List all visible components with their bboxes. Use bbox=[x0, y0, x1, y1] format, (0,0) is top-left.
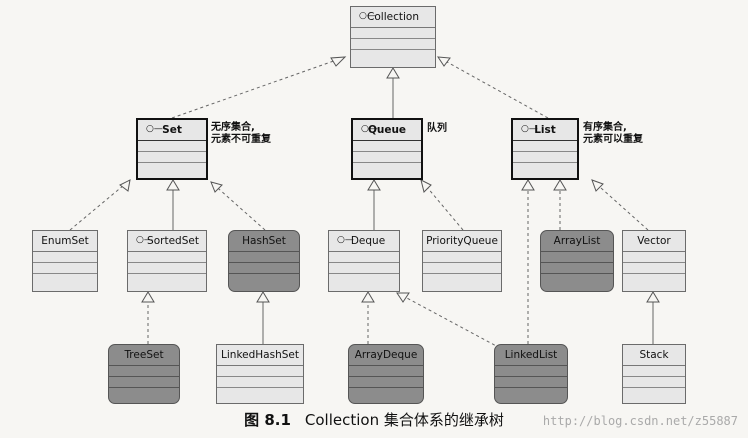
edge-linkedlist-deque bbox=[404, 296, 501, 349]
arrow-queue-collection bbox=[386, 67, 400, 79]
arrow-vector-list bbox=[591, 179, 604, 192]
node-collection[interactable]: ○—Collection bbox=[350, 6, 436, 68]
interface-icon: ○— bbox=[521, 124, 538, 134]
note-list: 有序集合, 元素可以重复 bbox=[583, 122, 643, 145]
node-label: Stack bbox=[639, 349, 669, 361]
node-label: Vector bbox=[637, 235, 671, 247]
arrow-enumset-set bbox=[119, 179, 131, 192]
arrow-linkedlist-deque bbox=[396, 292, 410, 303]
node-label: Collection bbox=[367, 11, 419, 23]
interface-icon: ○— bbox=[146, 124, 163, 134]
node-linkedlist[interactable]: LinkedList bbox=[494, 344, 568, 404]
arrow-sortedset-set bbox=[166, 179, 180, 191]
figure-number: 图 8.1 bbox=[244, 411, 291, 429]
arrow-hashset-set bbox=[210, 181, 223, 193]
node-priorityqueue[interactable]: PriorityQueue bbox=[422, 230, 502, 292]
node-arraylist[interactable]: ArrayList bbox=[540, 230, 614, 292]
figure-caption: 图 8.1 Collection 集合体系的继承树 bbox=[0, 409, 748, 430]
interface-icon: ○— bbox=[337, 235, 354, 245]
watermark-url: http://blog.csdn.net/z55887 bbox=[542, 414, 738, 428]
node-vector[interactable]: Vector bbox=[622, 230, 686, 292]
node-label: HashSet bbox=[242, 235, 286, 247]
node-linkedhashset[interactable]: LinkedHashSet bbox=[216, 344, 304, 404]
arrow-arraydeque-deque bbox=[361, 291, 375, 303]
interface-icon: ○— bbox=[361, 124, 378, 134]
node-label: SortedSet bbox=[147, 235, 199, 247]
arrow-list-collection bbox=[437, 56, 451, 67]
node-label: TreeSet bbox=[124, 349, 164, 361]
node-label: Set bbox=[162, 124, 182, 136]
edge-set-collection bbox=[171, 56, 346, 119]
node-arraydeque[interactable]: ArrayDeque bbox=[348, 344, 424, 404]
node-treeset[interactable]: TreeSet bbox=[108, 344, 180, 404]
note-queue: 队列 bbox=[427, 123, 447, 134]
node-label: List bbox=[534, 124, 556, 136]
arrow-stack-vector bbox=[646, 291, 660, 303]
node-set[interactable]: ○—Set bbox=[136, 118, 208, 180]
arrow-arraylist-list bbox=[553, 179, 567, 191]
node-stack[interactable]: Stack bbox=[622, 344, 686, 404]
node-label: PriorityQueue bbox=[426, 235, 498, 247]
node-queue[interactable]: ○—Queue bbox=[351, 118, 423, 180]
node-label: Deque bbox=[350, 235, 386, 247]
node-list[interactable]: ○—List bbox=[511, 118, 579, 180]
node-label: Queue bbox=[367, 124, 407, 136]
edge-list-collection bbox=[437, 56, 549, 119]
edge-hashset-set bbox=[210, 181, 266, 231]
edge-enumset-set bbox=[69, 179, 131, 231]
node-label: EnumSet bbox=[41, 235, 89, 247]
note-set: 无序集合, 元素不可重复 bbox=[211, 122, 271, 145]
node-hashset[interactable]: HashSet bbox=[228, 230, 300, 292]
node-label: ArrayDeque bbox=[354, 349, 418, 361]
arrow-priorityqueue-queue bbox=[420, 179, 432, 193]
node-label: LinkedList bbox=[504, 349, 558, 361]
arrow-set-collection bbox=[330, 56, 347, 67]
figure-title: Collection 集合体系的继承树 bbox=[304, 411, 504, 429]
arrow-linkedhashset-hashset bbox=[256, 291, 270, 303]
interface-icon: ○— bbox=[359, 11, 376, 21]
node-deque[interactable]: ○—Deque bbox=[328, 230, 400, 292]
node-label: ArrayList bbox=[553, 235, 601, 247]
interface-icon: ○— bbox=[136, 235, 153, 245]
arrow-deque-queue bbox=[367, 179, 381, 191]
node-enumset[interactable]: EnumSet bbox=[32, 230, 98, 292]
arrow-linkedlist-list bbox=[521, 179, 535, 191]
node-sortedset[interactable]: ○—SortedSet bbox=[127, 230, 207, 292]
arrow-treeset-sortedset bbox=[141, 291, 155, 303]
edge-vector-list bbox=[591, 179, 649, 231]
node-label: LinkedHashSet bbox=[221, 349, 299, 361]
